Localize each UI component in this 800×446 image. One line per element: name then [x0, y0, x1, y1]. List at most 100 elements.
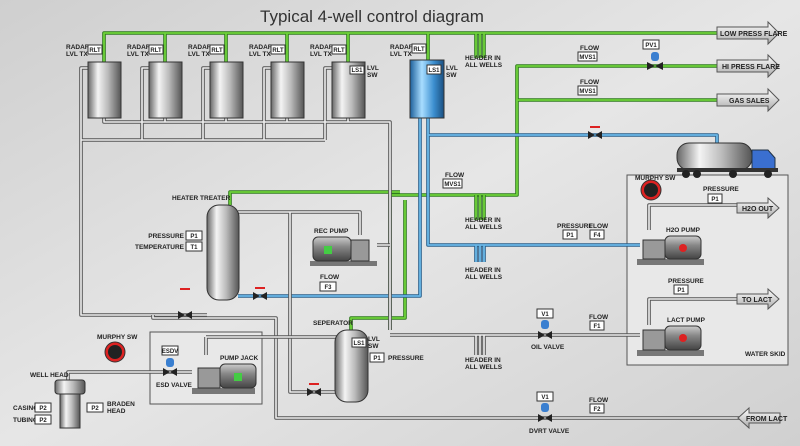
- label: LVL TX: [66, 51, 88, 58]
- label: DVRT VALVE: [529, 428, 570, 435]
- label: RLT: [89, 48, 101, 54]
- label: HEADER IN: [465, 55, 501, 62]
- hi-press-control-valve[interactable]: PV1: [642, 39, 663, 70]
- label: LOW PRESS FLARE: [720, 31, 788, 38]
- label: ALL WELLS: [465, 224, 503, 231]
- hi-press-flare-arrow[interactable]: HI PRESS FLARE: [716, 53, 780, 79]
- label: P1: [190, 234, 198, 240]
- diagram-title: Typical 4-well control diagram: [260, 7, 484, 26]
- label: RADAR: [310, 44, 334, 51]
- label: FLOW: [320, 274, 340, 281]
- label: FLOW: [589, 223, 609, 230]
- label: HEAD: [107, 408, 126, 415]
- label: SW: [446, 72, 457, 79]
- from-lact-arrow[interactable]: FROM LACT: [737, 406, 788, 430]
- heater-outlet-valve[interactable]: [253, 287, 267, 300]
- label: PRESSURE: [557, 223, 593, 230]
- label: BRADEN: [107, 401, 135, 408]
- rec-pump: REC PUMP: [310, 228, 377, 266]
- label: LVL TX: [310, 51, 332, 58]
- label: LVL: [367, 65, 379, 72]
- label: MVS1: [579, 89, 596, 95]
- heater-inlet-valve[interactable]: [178, 288, 192, 319]
- label: HEADER IN: [465, 267, 501, 274]
- label: RLT: [150, 48, 162, 54]
- well-head: WELL HEAD: [30, 372, 86, 429]
- to-lact-arrow[interactable]: TO LACT: [736, 287, 780, 311]
- label: T1: [190, 245, 198, 251]
- label: LVL TX: [188, 51, 210, 58]
- label: F1: [593, 324, 601, 330]
- label: HEADER IN: [465, 217, 501, 224]
- label: ESD VALVE: [156, 382, 193, 389]
- label: LS1: [353, 341, 365, 347]
- water-line-valve[interactable]: [588, 126, 602, 139]
- heater-treater: HEATER TREATER: [172, 195, 240, 301]
- label: LVL: [368, 336, 380, 343]
- flow-f3[interactable]: FLOW F3: [319, 274, 340, 292]
- label: FROM LACT: [746, 416, 788, 423]
- label: HEATER TREATER: [172, 195, 231, 202]
- label: MVS1: [444, 182, 461, 188]
- gas-sales-arrow[interactable]: GAS SALES: [716, 87, 780, 113]
- low-press-flare-arrow[interactable]: LOW PRESS FLARE: [716, 20, 788, 46]
- label: FLOW: [589, 397, 609, 404]
- label: RLT: [272, 48, 284, 54]
- label: FLOW: [580, 45, 600, 52]
- label: PUMP JACK: [220, 355, 258, 362]
- water-skid-label: WATER SKID: [745, 351, 786, 358]
- label: V1: [541, 395, 549, 401]
- h2o-out-arrow[interactable]: H2O OUT: [736, 196, 780, 220]
- esd-valve[interactable]: ESDV ESD VALVE: [156, 345, 193, 389]
- label: P1: [711, 197, 719, 203]
- label: F3: [324, 285, 332, 291]
- lact-pump: LACT PUMP: [637, 317, 706, 356]
- label: HI PRESS FLARE: [722, 64, 780, 71]
- label: CASING: [13, 405, 38, 412]
- murphy-switch-well: MURPHY SW: [97, 334, 138, 363]
- label: ESDV: [162, 349, 178, 355]
- label: RADAR: [188, 44, 212, 51]
- label: HEADER IN: [465, 357, 501, 364]
- label: P1: [677, 288, 685, 294]
- label: PV1: [645, 43, 657, 49]
- flow-mvs1-hi-press[interactable]: FLOW MVS1: [577, 45, 600, 62]
- label: SW: [368, 343, 379, 350]
- murphy-switch-skid: MURPHY SW: [635, 175, 676, 201]
- label: LS1: [428, 68, 440, 74]
- label: LVL: [446, 65, 458, 72]
- seperator-valve[interactable]: [307, 383, 321, 396]
- label: ALL WELLS: [465, 274, 503, 281]
- label: MVS1: [579, 55, 596, 61]
- label: TO LACT: [742, 297, 773, 304]
- tanker-truck: [676, 142, 778, 178]
